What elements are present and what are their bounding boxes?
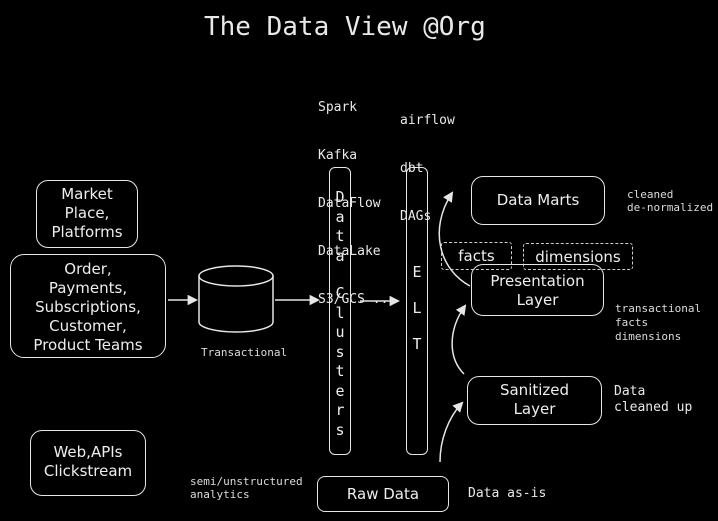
- web-label: Web,APIs Clickstream: [43, 443, 133, 480]
- raw-data-box: [317, 476, 449, 512]
- vertical-letter: C: [335, 284, 345, 302]
- teams-label: Order, Payments, Subscriptions, Customer…: [33, 260, 143, 354]
- vertical-letter: s: [335, 420, 345, 439]
- vertical-letter: a: [335, 207, 345, 226]
- database-icon: [198, 265, 274, 333]
- presentation-note: transactional facts dimensions: [615, 302, 702, 343]
- data-marts-note: cleaned de-normalized: [627, 188, 714, 214]
- vertical-letter: u: [335, 323, 345, 341]
- raw-data-note: Data as-is: [468, 486, 547, 501]
- transactional-label: Transactional: [201, 346, 288, 359]
- presentation-layer-label: Presentation Layer: [490, 272, 585, 309]
- vertical-letter: D: [335, 188, 345, 206]
- data-marts-label: Data Marts: [496, 191, 580, 209]
- vertical-letter: s: [335, 342, 345, 361]
- facts-tag-label: facts: [458, 247, 495, 265]
- vertical-letter: a: [335, 246, 345, 265]
- presentation-layer-box: [471, 264, 604, 316]
- teams-box: [10, 254, 166, 358]
- vertical-letter: T: [412, 335, 422, 353]
- arrow-presentation-to-marts: [438, 191, 471, 287]
- diagram-title: The Data View @Org: [204, 12, 486, 42]
- vertical-letter: l: [335, 303, 345, 322]
- tools-list-orchestration: airflow dbt DAGs: [400, 81, 455, 257]
- arrow-raw-to-sanitized: [439, 401, 464, 463]
- data-marts-box: [471, 176, 605, 225]
- market-place-box: [36, 180, 138, 248]
- vertical-letter: L: [412, 299, 422, 317]
- raw-data-label: Raw Data: [346, 485, 420, 503]
- vertical-letter: t: [335, 362, 345, 380]
- tool-item: Spark: [318, 100, 358, 115]
- vertical-letter: e: [335, 381, 345, 400]
- dimensions-tag: [523, 243, 633, 270]
- sanitized-layer-label: Sanitized Layer: [499, 381, 570, 418]
- vertical-letter: E: [412, 263, 422, 281]
- facts-tag: [441, 242, 512, 270]
- dimensions-tag-label: dimensions: [535, 248, 621, 266]
- tool-item: DataLake: [318, 244, 381, 259]
- tool-item: DataFlow: [318, 196, 381, 211]
- tool-item: airflow: [400, 113, 455, 128]
- arrow-sanitized-to-presentation: [451, 304, 467, 375]
- vertical-letter: r: [335, 401, 345, 419]
- tool-item: Kafka: [318, 148, 358, 163]
- sanitized-note: Data cleaned up: [614, 384, 693, 415]
- market-place-label: Market Place, Platforms: [51, 185, 123, 241]
- semi-structured-label: semi/unstructured analytics: [190, 475, 303, 501]
- web-box: [30, 430, 146, 496]
- tool-item: DAGs: [400, 209, 432, 224]
- data-clusters-box: [329, 167, 351, 455]
- elt-box: [406, 167, 428, 455]
- sanitized-layer-box: [467, 376, 602, 425]
- vertical-letter: t: [335, 227, 345, 245]
